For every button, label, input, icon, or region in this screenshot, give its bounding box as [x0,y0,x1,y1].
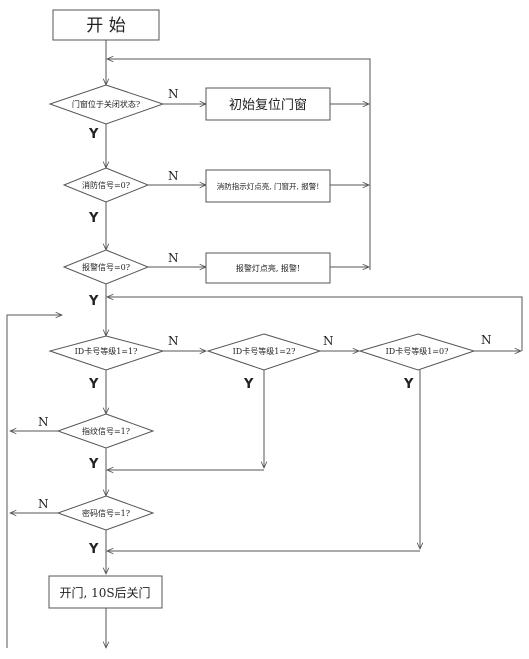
edge-labels: N Y N Y N Y N Y N Y N Y N Y N Y [38,87,492,557]
edge-loop-right [107,297,523,351]
label-y-d6: Y [403,377,414,392]
d2-label: 消防信号=0? [82,180,130,190]
label-n-d5: N [323,334,334,348]
p2-label: 消防指示灯点亮, 门窗开, 报警! [217,181,320,191]
node-d3: 报警信号=0? [62,249,150,285]
node-d7: 指纹信号=1? [56,413,155,449]
start-label: 开 始 [86,16,125,36]
label-n-d4: N [168,334,179,348]
decision-shape [62,249,150,285]
decision-shape [358,333,476,371]
p2-box [205,169,331,203]
p3-box [205,252,331,284]
p4-box [48,575,163,609]
label-y-d3: Y [88,294,99,309]
d4-label: ID卡号等级1=1? [75,346,138,356]
connectors [6,40,523,648]
node-start: 开 始 [52,9,160,41]
decision-shape [206,333,322,371]
d3-label: 报警信号=0? [82,262,130,272]
node-d8: 密码信号=1? [56,495,155,531]
node-d6: ID卡号等级1=0? [358,333,476,371]
label-y-d4: Y [88,377,99,392]
label-y-d8: Y [88,542,99,557]
label-n-d2: N [168,169,179,183]
label-y-d7: Y [88,457,99,472]
label-n-d7: N [38,415,49,429]
d6-label: ID卡号等级1=0? [386,346,449,356]
node-d1: 门窗位于关闭状态? [48,84,165,125]
label-n-d3: N [168,251,179,265]
d8-label: 密码信号=1? [82,508,130,518]
d7-label: 指纹信号=1? [82,426,130,436]
decision-shape [48,84,165,125]
node-p3: 报警灯点亮, 报警! [205,252,331,284]
label-y-d2: Y [88,211,99,226]
d1-label: 门窗位于关闭状态? [72,99,140,109]
node-p1: 初始复位门窗 [205,87,331,121]
node-d4: ID卡号等级1=1? [48,335,165,371]
p1-box [205,87,331,121]
edge-loop-top [107,59,371,270]
node-p4: 开门, 10S后关门 [48,575,163,609]
label-y-d1: Y [88,127,99,142]
edge-loop-left [6,315,62,648]
p3-label: 报警灯点亮, 报警! [236,263,300,273]
node-p2: 消防指示灯点亮, 门窗开, 报警! [205,169,331,203]
node-d2: 消防信号=0? [62,167,150,203]
decision-shape [56,413,155,449]
label-y-d5: Y [243,377,254,392]
decision-shape [48,335,165,371]
start-box [52,9,160,41]
d5-label: ID卡号等级1=2? [233,346,296,356]
label-n-d1: N [168,87,179,101]
decision-shape [62,167,150,203]
node-d5: ID卡号等级1=2? [206,333,322,371]
p1-label: 初始复位门窗 [229,97,307,113]
label-n-d6: N [481,333,492,347]
label-n-d8: N [38,497,49,511]
decision-shape [56,495,155,531]
p4-label: 开门, 10S后关门 [59,585,150,600]
